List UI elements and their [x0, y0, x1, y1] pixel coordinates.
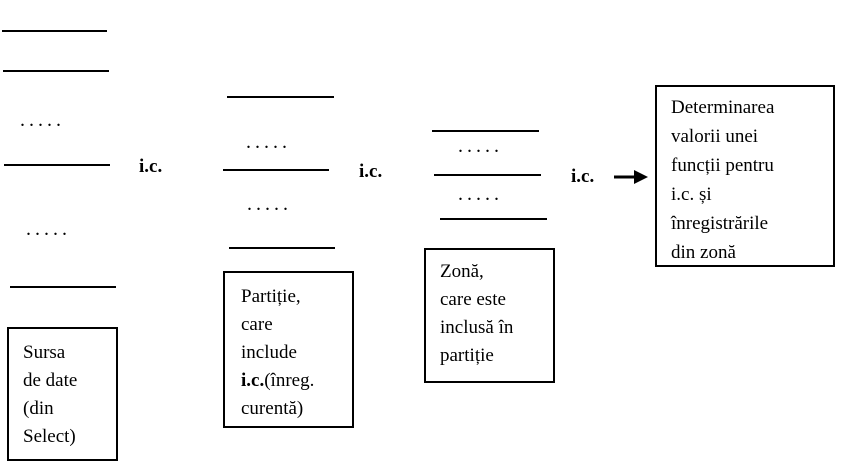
record-line: [2, 30, 107, 32]
zone-box: Zonă, care este inclusă în partiție: [424, 248, 555, 383]
box-text: Partiție,: [241, 286, 301, 307]
bold-ic: i.c.: [241, 370, 265, 391]
box-text: include: [241, 342, 297, 363]
box-text: (înreg.: [264, 370, 315, 391]
result-box: Determinarea valorii unei funcții pentru…: [655, 85, 835, 267]
box-text: Select): [23, 426, 76, 447]
box-text: Sursa: [23, 342, 66, 363]
record-line: [223, 169, 329, 171]
box-text: partiție: [440, 345, 494, 366]
box-text: (din: [23, 398, 54, 419]
box-text: înregistrările: [671, 213, 769, 234]
record-line: [4, 164, 110, 166]
ellipsis: .....: [246, 131, 291, 153]
box-text: care este: [440, 289, 506, 310]
box-text: Determinarea: [671, 97, 775, 118]
arrow-right-icon: [614, 170, 648, 184]
box-text: care: [241, 314, 273, 335]
record-line: [440, 218, 547, 220]
ellipsis: .....: [458, 183, 503, 205]
box-text: de date: [23, 370, 78, 391]
ellipsis: .....: [26, 218, 71, 240]
record-line: [434, 174, 541, 176]
record-line: [229, 247, 335, 249]
box-text: din zonă: [671, 242, 736, 263]
record-line: [10, 286, 116, 288]
box-text: inclusă în: [440, 317, 514, 338]
source-box: Sursa de date (din Select): [7, 327, 118, 461]
box-text: i.c.(înreg.: [241, 367, 352, 395]
record-line: [227, 96, 334, 98]
box-text: curentă): [241, 398, 304, 419]
box-text: valorii unei: [671, 126, 759, 147]
connector-label: i.c.: [139, 156, 163, 177]
connector-label: i.c.: [359, 161, 383, 182]
ellipsis: .....: [458, 135, 503, 157]
connector-label: i.c.: [571, 166, 595, 187]
box-text: i.c. și: [671, 184, 712, 205]
box-text: Zonă,: [440, 261, 484, 282]
record-line: [432, 130, 539, 132]
box-text: funcții pentru: [671, 155, 774, 176]
partition-box: Partiție, care include i.c.(înreg. curen…: [223, 271, 354, 428]
record-line: [3, 70, 109, 72]
ellipsis: .....: [20, 109, 65, 131]
ellipsis: .....: [247, 193, 292, 215]
